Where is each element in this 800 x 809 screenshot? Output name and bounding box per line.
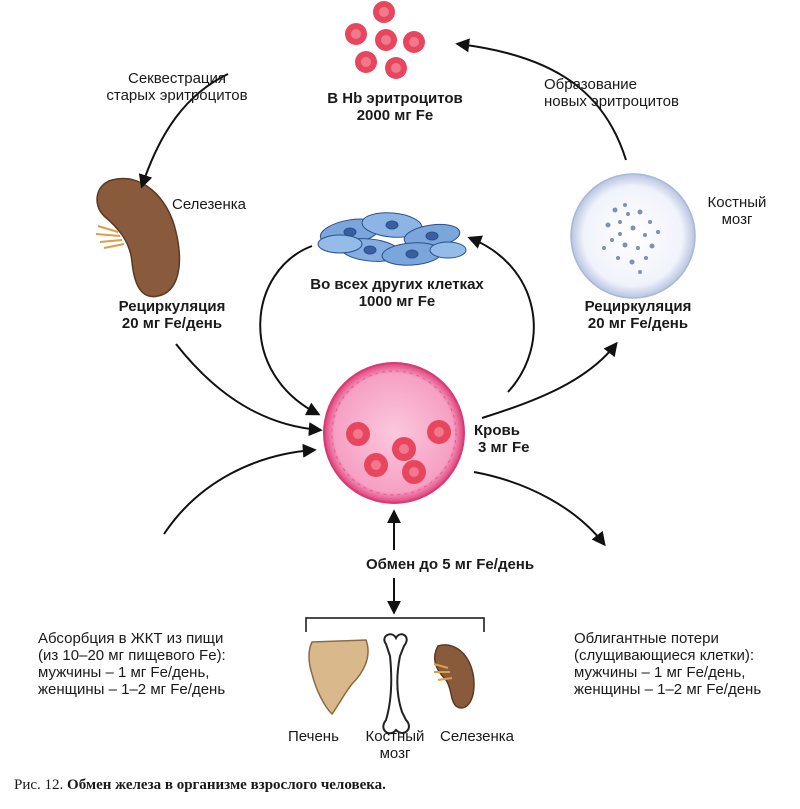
arrow-spleen-to-blood bbox=[175, 343, 323, 437]
blood-title: Кровь bbox=[474, 422, 520, 439]
arrow-blood-to-marrow bbox=[481, 341, 618, 419]
recirculation-left-label: Рециркуляция 20 мг Fe/день bbox=[82, 298, 262, 332]
hb-iron-label: В Hb эритроцитов 2000 мг Fe bbox=[310, 90, 480, 124]
other-cells-label: Во всех других клетках 1000 мг Fe bbox=[286, 276, 508, 310]
hb-iron-amount: 2000 мг Fe bbox=[356, 107, 434, 124]
organ-marrow-line2: мозг bbox=[379, 745, 411, 762]
losses-line2: (слущивающиеся клетки): bbox=[574, 647, 755, 664]
blood-label: Кровь 3 мг Fe bbox=[474, 422, 530, 456]
flow-arrows bbox=[138, 38, 627, 632]
organ-spleen-label: Селезенка bbox=[440, 728, 515, 745]
spleen-small-icon bbox=[433, 644, 475, 709]
recirculation-left-title: Рециркуляция bbox=[118, 298, 226, 315]
caption-prefix: Рис. 12. bbox=[14, 777, 64, 793]
formation-label: Образование новых эритроцитов bbox=[544, 76, 679, 110]
recirculation-right-label: Рециркуляция 20 мг Fe/день bbox=[548, 298, 728, 332]
sequestration-line2: старых эритроцитов bbox=[106, 87, 248, 104]
absorption-label: Абсорбция в ЖКТ из пищи (из 10–20 мг пищ… bbox=[38, 630, 226, 698]
figure-caption: Рис. 12. Обмен железа в организме взросл… bbox=[14, 777, 386, 794]
recirculation-right-title: Рециркуляция bbox=[584, 298, 692, 315]
caption-title: Обмен железа в организме взрослого челов… bbox=[67, 777, 386, 793]
arrow-formation bbox=[455, 38, 627, 161]
bone-marrow-line1: Костный bbox=[707, 194, 767, 211]
recirculation-left-amount: 20 мг Fe/день bbox=[121, 315, 223, 332]
formation-line2: новых эритроцитов bbox=[544, 93, 679, 110]
other-cells-amount: 1000 мг Fe bbox=[358, 293, 436, 310]
tissue-cells-icon bbox=[317, 212, 467, 266]
organ-marrow-label: Костный мозг bbox=[360, 728, 430, 762]
liver-icon bbox=[308, 639, 369, 716]
blood-amount: 3 мг Fe bbox=[478, 439, 530, 456]
bone-marrow-label: Костный мозг bbox=[698, 194, 776, 228]
red-blood-cells-icon bbox=[345, 1, 425, 79]
losses-line1: Облигантные потери bbox=[574, 630, 719, 647]
losses-line4: женщины – 1–2 мг Fe/день bbox=[574, 681, 762, 698]
spleen-label: Селезенка bbox=[172, 196, 247, 213]
absorption-line3: мужчины – 1 мг Fe/день, bbox=[38, 664, 210, 681]
blood-vessel-icon bbox=[323, 362, 465, 504]
sequestration-line1: Секвестрация bbox=[127, 70, 227, 87]
liver-label: Печень bbox=[288, 728, 339, 745]
absorption-line2: (из 10–20 мг пищевого Fe): bbox=[38, 647, 226, 664]
organ-marrow-line1: Костный bbox=[365, 728, 425, 745]
arrow-sequestration bbox=[138, 73, 229, 189]
losses-line3: мужчины – 1 мг Fe/день, bbox=[574, 664, 746, 681]
bone-marrow-line2: мозг bbox=[721, 211, 753, 228]
arrow-cells-to-blood bbox=[259, 245, 321, 416]
hb-iron-title: В Hb эритроцитов bbox=[327, 90, 463, 107]
other-cells-title: Во всех других клетках bbox=[310, 276, 484, 293]
recirculation-right-amount: 20 мг Fe/день bbox=[587, 315, 689, 332]
absorption-line4: женщины – 1–2 мг Fe/день bbox=[38, 681, 226, 698]
arrow-blood-to-cells bbox=[467, 235, 535, 393]
bone-marrow-icon bbox=[570, 173, 696, 299]
sequestration-label: Секвестрация старых эритроцитов bbox=[92, 70, 262, 104]
absorption-line1: Абсорбция в ЖКТ из пищи bbox=[38, 630, 224, 647]
exchange-label: Обмен до 5 мг Fe/день bbox=[366, 556, 535, 573]
bone-icon bbox=[382, 633, 410, 735]
spleen-icon bbox=[95, 177, 181, 298]
organs-bracket bbox=[305, 617, 485, 632]
losses-label: Облигантные потери (слущивающиеся клетки… bbox=[574, 630, 761, 698]
arrow-losses bbox=[473, 471, 606, 547]
formation-line1: Образование bbox=[544, 76, 637, 93]
arrow-absorption bbox=[163, 443, 317, 535]
